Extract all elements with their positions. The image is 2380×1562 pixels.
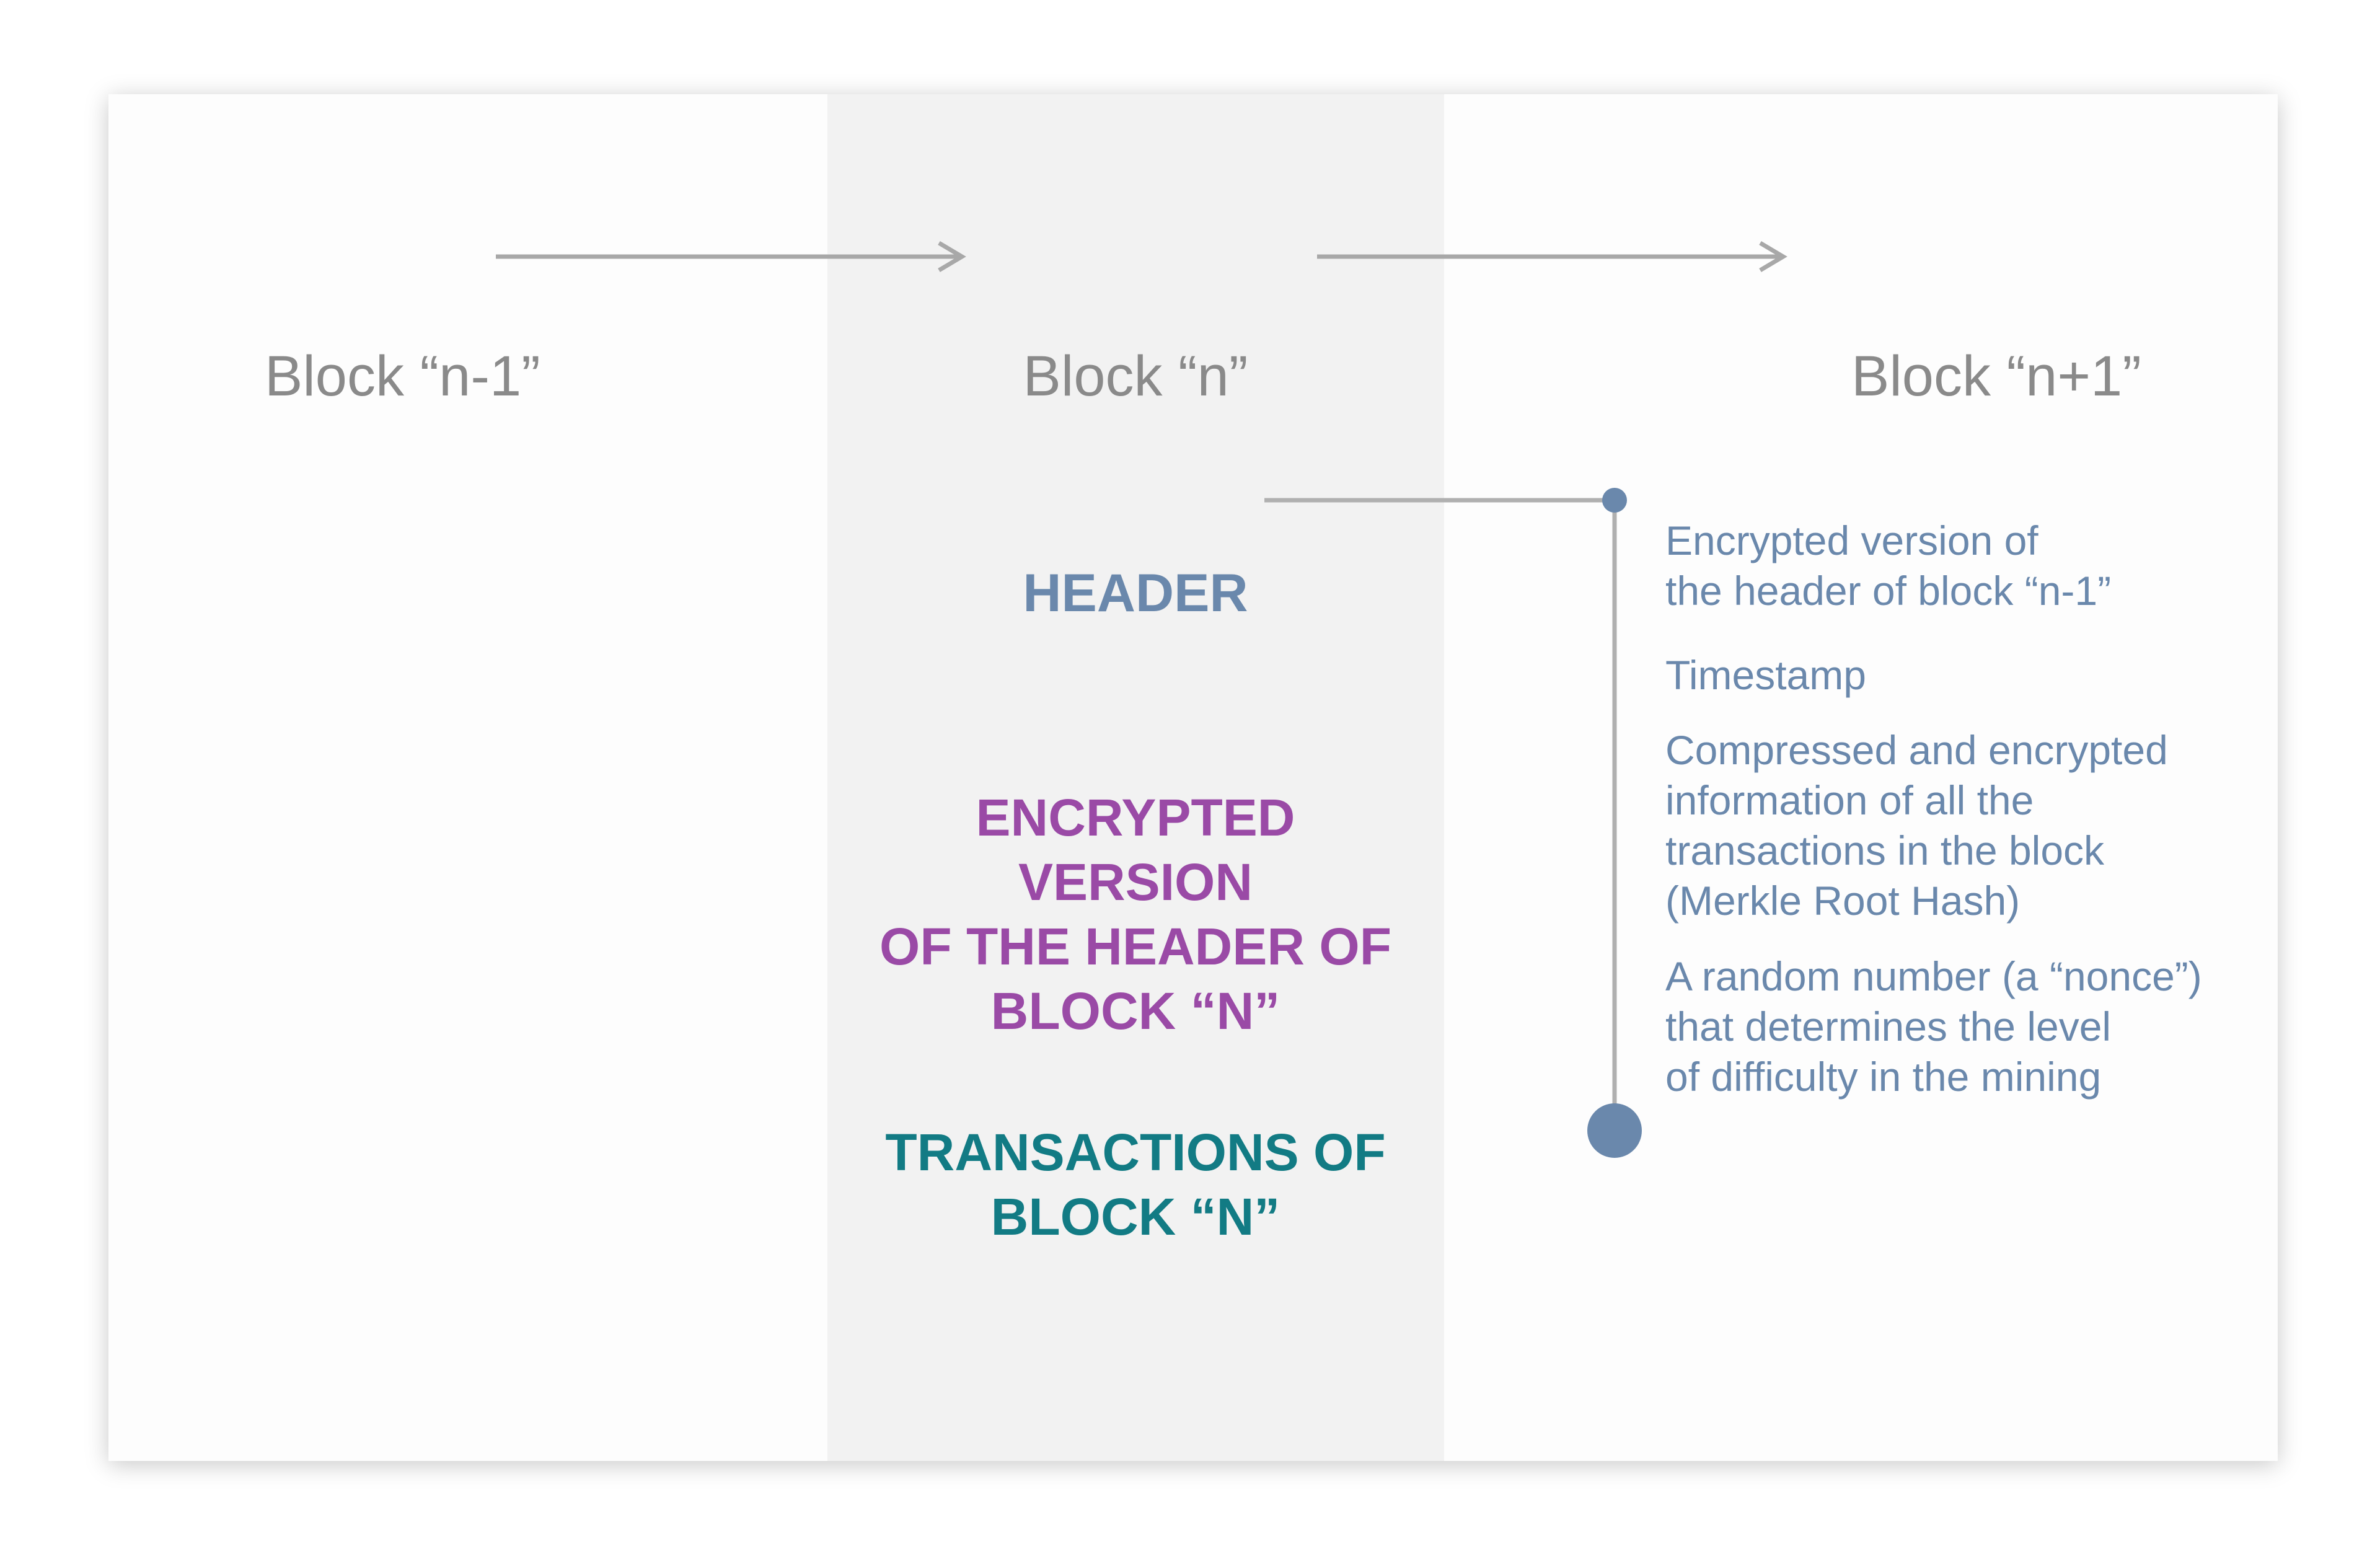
header-bracket-bottom-node <box>1587 1103 1642 1158</box>
block-prev-label: Block “n-1” <box>265 345 540 408</box>
header-item-merkle-root: Compressed and encrypted information of … <box>1665 727 2168 924</box>
arrow-prev-to-current <box>496 240 966 273</box>
block-current-label: Block “n” <box>1023 345 1248 408</box>
diagram-card: Block “n-1” Block “n” Block “n+1” HEADER… <box>108 94 2278 1461</box>
block-next-label: Block “n+1” <box>1851 345 2141 408</box>
arrow-current-to-next <box>1317 240 1787 273</box>
header-item-previous-hash: Encrypted version of the header of block… <box>1665 518 2112 614</box>
header-item-timestamp: Timestamp <box>1665 652 1866 698</box>
header-bracket-top-node <box>1602 488 1627 513</box>
current-block-band <box>827 94 1444 1461</box>
header-item-nonce: A random number (a “nonce”) that determi… <box>1665 953 2202 1100</box>
header-section-label: HEADER <box>1023 563 1248 623</box>
connectors <box>496 240 1787 1158</box>
transactions-section-label: TRANSACTIONS OF BLOCK “N” <box>885 1123 1386 1246</box>
encrypted-header-section-label: ENCRYPTED VERSION OF THE HEADER OF BLOCK… <box>879 788 1391 1040</box>
